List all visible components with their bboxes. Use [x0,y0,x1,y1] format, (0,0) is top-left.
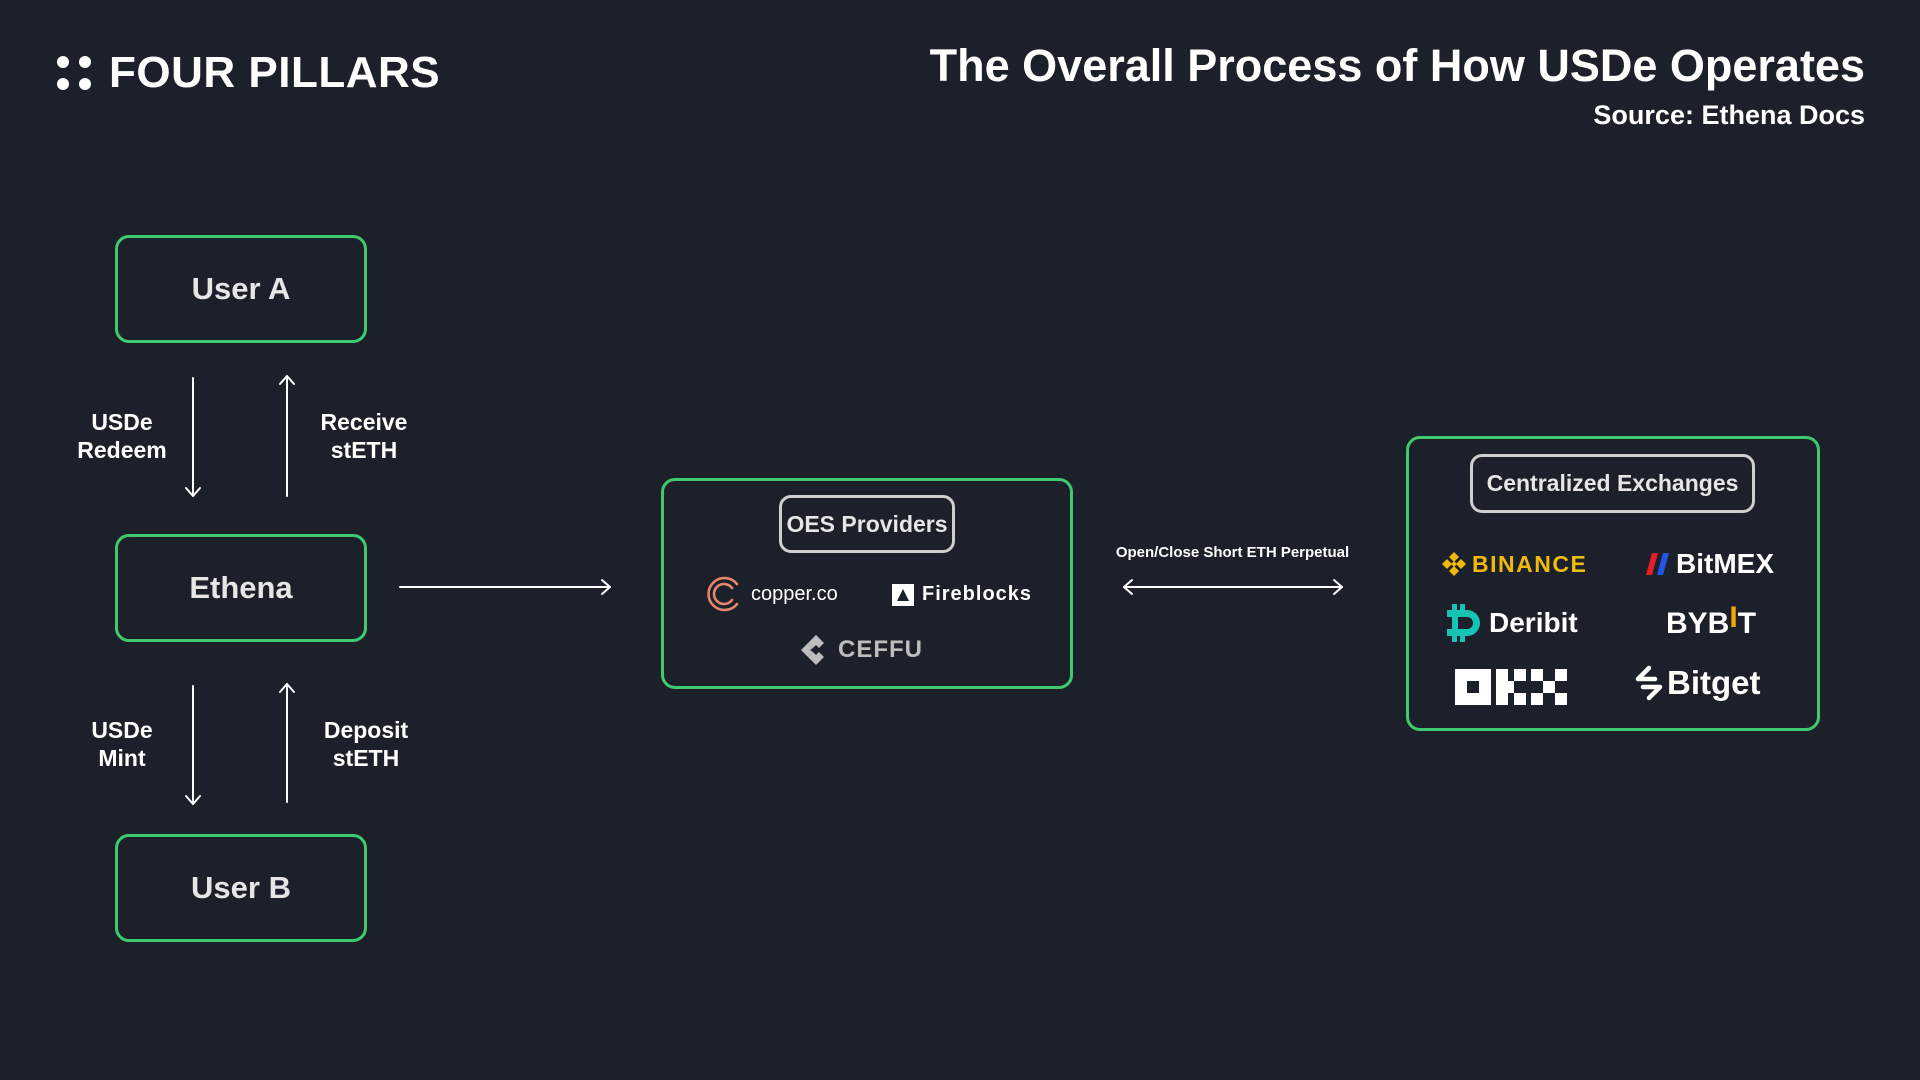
ceffu-icon [801,635,824,665]
cex-box [1406,436,1820,731]
bitget-icon [1635,665,1663,701]
copper-icon [707,576,739,612]
bybit-text: BYB [1666,607,1730,640]
bitmex-logo: BitMEX [1646,548,1774,580]
arrow-mint-down [185,685,201,805]
arrow-oes-cex-bidirectional [1123,579,1343,595]
copper-logo: copper.co [703,576,838,612]
oes-providers-title: OES Providers [779,495,955,553]
source-note: Source: Ethena Docs [1593,100,1865,130]
cex-title: Centralized Exchanges [1470,454,1755,513]
fireblocks-icon [892,583,914,606]
ceffu-logo: CEFFU [800,634,923,666]
arrow-receive-up [279,375,295,497]
arrow-deposit-up [279,683,295,803]
arrow-redeem-down [185,377,201,497]
bitmex-text: BitMEX [1676,548,1774,579]
fireblocks-logo: Fireblocks [892,583,1032,606]
bitget-logo: Bitget [1633,664,1761,702]
node-ethena: Ethena [115,534,367,642]
arrow-ethena-to-oes [399,579,611,595]
binance-logo: BINANCE [1440,550,1587,578]
okx-icon [1455,669,1567,705]
binance-icon [1442,552,1466,576]
brand-logo: FOUR PILLARS [57,48,440,98]
brand-name: FOUR PILLARS [109,48,441,97]
deribit-logo: Deribit [1443,602,1578,644]
four-dots-icon [57,56,91,90]
bybit-logo: BYBIT [1666,601,1757,640]
label-perpetual: Open/Close Short ETH Perpetual [1115,544,1350,561]
deribit-icon [1447,604,1480,642]
node-user-b: User B [115,834,367,942]
page-title: The Overall Process of How USDe Operates [929,40,1865,91]
node-user-a: User A [115,235,367,343]
okx-logo [1455,669,1573,705]
bybit-accent-i: I [1729,601,1738,634]
oes-providers-box [661,478,1073,689]
bitmex-icon [1646,553,1669,575]
